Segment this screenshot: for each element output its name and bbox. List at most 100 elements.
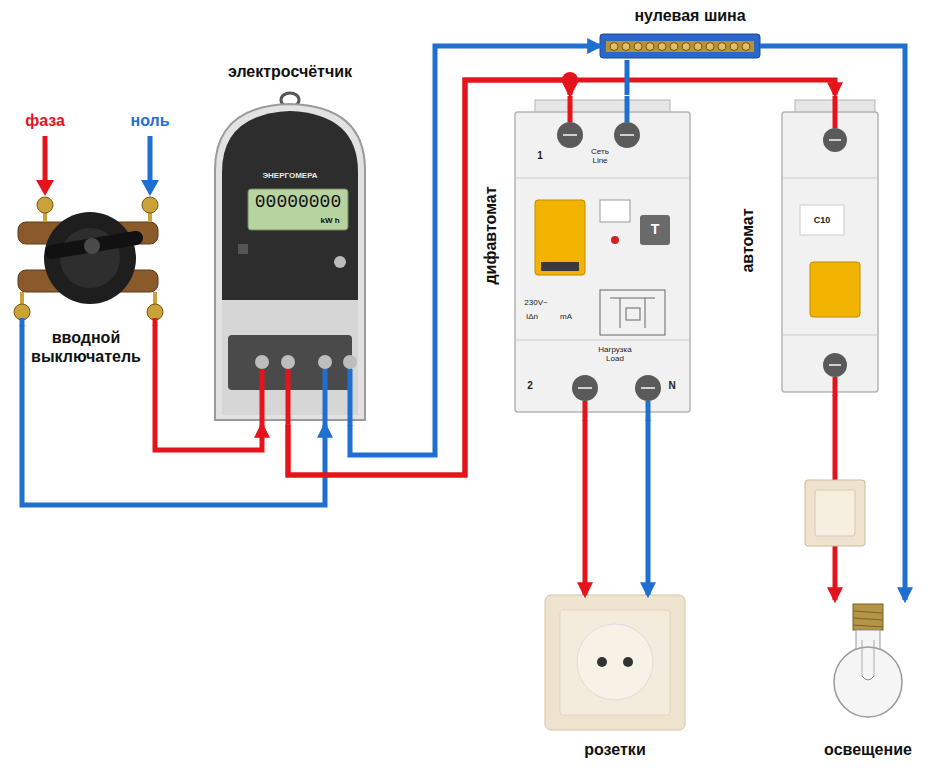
neutral-bus-bar <box>670 43 678 51</box>
neutral-bus-bar <box>622 43 630 51</box>
wire <box>288 80 835 475</box>
rcbo-body <box>635 375 661 401</box>
meter-housing <box>343 355 357 369</box>
rcbo-body <box>614 122 640 148</box>
rcbo-body <box>620 298 621 328</box>
neutral-bus-bar <box>718 43 726 51</box>
neutral-label: ноль <box>130 112 169 130</box>
neutral-bus: нулевая шина <box>600 32 760 60</box>
meter-lead-stubs <box>260 369 265 426</box>
rcbo-body <box>535 200 585 275</box>
meter-housing <box>318 355 332 369</box>
neutral-bus-bar <box>610 43 618 51</box>
breaker-lead-stubs <box>835 96 836 396</box>
rotary-switch <box>14 197 163 320</box>
rcbo-lead-stubs <box>568 96 573 122</box>
rating-label: 230V~ <box>524 298 547 307</box>
light-bulb <box>834 604 902 717</box>
node-label: вводной выключатель <box>24 328 148 366</box>
neutral-bus-bar <box>646 43 654 51</box>
switch-lead-stubs <box>153 318 158 326</box>
junction-dot <box>562 72 578 88</box>
test-button-label: T <box>651 221 660 237</box>
breaker-lead-stubs <box>833 377 838 396</box>
rcbo-body <box>600 200 630 222</box>
rotary-switch <box>142 197 158 213</box>
wire <box>350 46 600 455</box>
meter-housing <box>255 355 269 369</box>
meter-lead-stubs <box>262 369 350 426</box>
rcbo-lead-stubs <box>570 96 648 421</box>
neutral-bus-bar <box>658 43 666 51</box>
rcbo-lead-stubs <box>625 96 630 122</box>
neutral-bus-bar <box>742 43 750 51</box>
neutral-bus-bar <box>682 43 690 51</box>
rcbo-body <box>572 375 598 401</box>
meter-lead-stubs <box>323 369 328 426</box>
breaker-body <box>829 139 841 141</box>
wire <box>760 46 905 600</box>
wire <box>583 420 588 595</box>
rating-label: mA <box>560 312 572 321</box>
socket-plate <box>545 595 685 730</box>
meter-housing <box>334 256 346 268</box>
socket-plate <box>597 657 607 667</box>
rcbo-body <box>563 134 577 136</box>
neutral-bus-bar <box>706 43 714 51</box>
terminal-number: 2 <box>527 380 533 392</box>
breaker-body <box>782 100 878 392</box>
wire-group <box>22 46 905 600</box>
rcbo-body <box>557 122 583 148</box>
rcbo-body <box>515 112 690 412</box>
neutral-bus-bar <box>634 43 642 51</box>
node-label: автомат <box>738 208 757 272</box>
light-bulb <box>862 640 863 676</box>
rcbo-body <box>645 298 646 328</box>
light-bulb <box>853 625 883 627</box>
rcbo-body <box>515 178 690 179</box>
breaker-body <box>782 178 878 179</box>
rcbo-body <box>640 215 670 245</box>
breaker-body <box>810 262 860 317</box>
wire <box>625 60 630 95</box>
neutral-feed-arrow <box>141 180 159 196</box>
neutral-feed-arrow <box>141 136 159 196</box>
wall-switch <box>805 480 865 546</box>
neutral-bus-bar <box>600 34 760 58</box>
meter-lead-stubs <box>286 369 291 426</box>
wire <box>155 325 262 450</box>
rcbo-body <box>515 100 690 412</box>
breaker-body <box>800 205 844 235</box>
terminal-number: 1 <box>537 150 543 162</box>
light-bulb <box>853 604 883 630</box>
rcbo-body <box>626 308 640 320</box>
rcbo-body <box>610 298 655 299</box>
rotary-switch <box>147 304 163 320</box>
rcbo: дифавтомат <box>510 95 695 420</box>
node-label: нулевая шина <box>634 6 745 25</box>
phase-feed-arrow <box>36 180 54 196</box>
node-label: электросчётчик <box>228 62 352 81</box>
socket-plate <box>623 657 633 667</box>
neutral-bus-bar <box>600 34 760 58</box>
unit-label: kW h <box>320 216 339 225</box>
meter-lead-stubs <box>348 369 353 426</box>
rcbo-body <box>611 236 619 244</box>
rating-label: C10 <box>814 215 831 225</box>
phase-feed-arrow <box>36 136 54 196</box>
phase-label: фаза <box>25 112 65 130</box>
breaker-body <box>829 364 841 366</box>
terminal-label: Сеть Line <box>586 147 614 165</box>
rcbo-lead-stubs <box>646 401 651 421</box>
rcbo-body <box>515 340 690 341</box>
light-bulb <box>834 647 902 717</box>
wire <box>288 80 570 475</box>
light-bulb <box>874 640 875 676</box>
wall-switch <box>815 490 855 536</box>
socket-plate <box>560 610 670 715</box>
socket: розетки <box>545 595 685 730</box>
node-label: розетки <box>584 740 645 759</box>
rating-label: IΔn <box>526 312 538 321</box>
